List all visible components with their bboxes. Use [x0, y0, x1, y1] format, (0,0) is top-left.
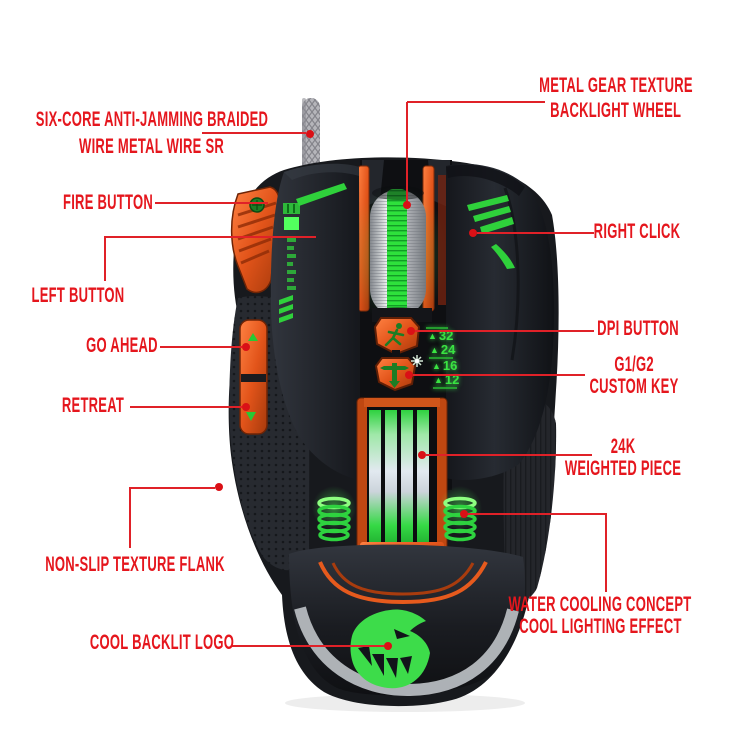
callout-dot-right-click — [469, 229, 477, 237]
callout-dot-go-ahead — [242, 343, 250, 351]
triangle-up-icon: ▲ — [428, 331, 437, 341]
forward-triangle-up-icon — [248, 333, 258, 341]
callout-line-dpi-button — [415, 330, 594, 332]
label-water-cooling: WATER COOLING CONCEPT COOL LIGHTING EFFE… — [508, 593, 692, 638]
label-dpi-button: DPI BUTTON — [597, 317, 679, 340]
callout-dot-logo — [384, 642, 392, 650]
right-button-chevron-pattern — [467, 195, 515, 269]
callout-line-retreat — [130, 406, 242, 408]
callout-dot-dpi-button — [407, 327, 415, 335]
back-triangle-down-icon — [246, 412, 256, 421]
left-button-circuit-pattern — [279, 183, 347, 323]
callout-line-flank-h — [129, 487, 215, 489]
scroll-wheel — [346, 185, 450, 325]
t-arrow-icon — [380, 363, 409, 388]
label-retreat: RETREAT — [61, 394, 125, 417]
callout-line-go-ahead — [160, 346, 242, 348]
callout-line-wheel-h — [407, 101, 545, 103]
label-non-slip-flank: NON-SLIP TEXTURE FLANK — [45, 553, 225, 576]
palm-orange-trim — [318, 561, 488, 605]
callout-line-right-click — [477, 232, 594, 234]
running-man-icon — [384, 323, 405, 347]
custom-key-hex — [374, 357, 417, 392]
fire-button — [230, 186, 280, 294]
palm-silver-rim — [294, 606, 519, 697]
label-go-ahead: GO AHEAD — [86, 334, 158, 357]
callout-line-braided-wire — [202, 132, 306, 134]
triangle-up-icon: ▲ — [430, 345, 439, 355]
triangle-up-icon: ▲ — [432, 361, 441, 371]
callout-dot-weighted-piece — [418, 451, 426, 459]
fire-button-emblem-icon — [249, 197, 265, 213]
callout-line-left-button-v — [104, 236, 106, 281]
callout-line-left-button-h — [104, 236, 316, 238]
braided-cable — [302, 98, 320, 182]
callout-line-flank-v — [129, 487, 131, 548]
callout-line-logo — [232, 645, 384, 647]
label-backlight-wheel: METAL GEAR TEXTURE BACKLIGHT WHEEL — [539, 74, 693, 122]
label-fire-button: FIRE BUTTON — [62, 191, 154, 214]
weighted-piece — [356, 397, 448, 563]
dpi-scale-line — [429, 357, 453, 359]
dpi-level-1600: ▲ 16 — [432, 358, 458, 373]
sparkle-icon — [411, 355, 423, 367]
label-custom-key: G1/G2 CUSTOM KEY — [589, 353, 679, 398]
callout-line-custom-key — [413, 374, 585, 376]
dpi-level-2400: ▲ 24 — [430, 342, 456, 357]
callout-dot-water-cooling — [460, 510, 468, 518]
callout-line-fire-button — [155, 202, 268, 204]
callout-dot-wheel — [403, 201, 411, 209]
dpi-level-3200: ▲ 32 — [428, 328, 454, 343]
dpi-scale-line — [433, 387, 457, 389]
triangle-up-icon: ▲ — [434, 375, 443, 385]
label-weighted-piece: 24K WEIGHTED PIECE — [564, 435, 682, 480]
dpi-level-1200: ▲ 12 — [434, 372, 460, 387]
side-buttons — [239, 319, 268, 435]
callout-dot-retreat — [242, 403, 250, 411]
callout-line-water-cooling-v — [605, 513, 607, 592]
label-right-click: RIGHT CLICK — [593, 220, 681, 243]
dpi-scale-line — [426, 327, 448, 329]
hex-connector — [392, 350, 400, 360]
callout-dot-braided-wire — [306, 130, 314, 138]
label-left-button: LEFT BUTTON — [31, 284, 125, 307]
label-cool-backlit-logo: COOL BACKLIT LOGO — [89, 631, 235, 654]
callout-line-wheel-v — [406, 102, 408, 202]
cooling-spring-left — [312, 486, 356, 542]
label-braided-wire: SIX-CORE ANTI-JAMMING BRAIDED WIRE METAL… — [35, 108, 269, 158]
callout-dot-custom-key — [405, 371, 413, 379]
callout-dot-flank — [215, 483, 223, 491]
left-main-button — [270, 163, 360, 480]
callout-line-water-cooling-h — [468, 513, 607, 515]
right-main-button — [438, 163, 555, 481]
callout-line-weighted-piece — [426, 454, 592, 456]
